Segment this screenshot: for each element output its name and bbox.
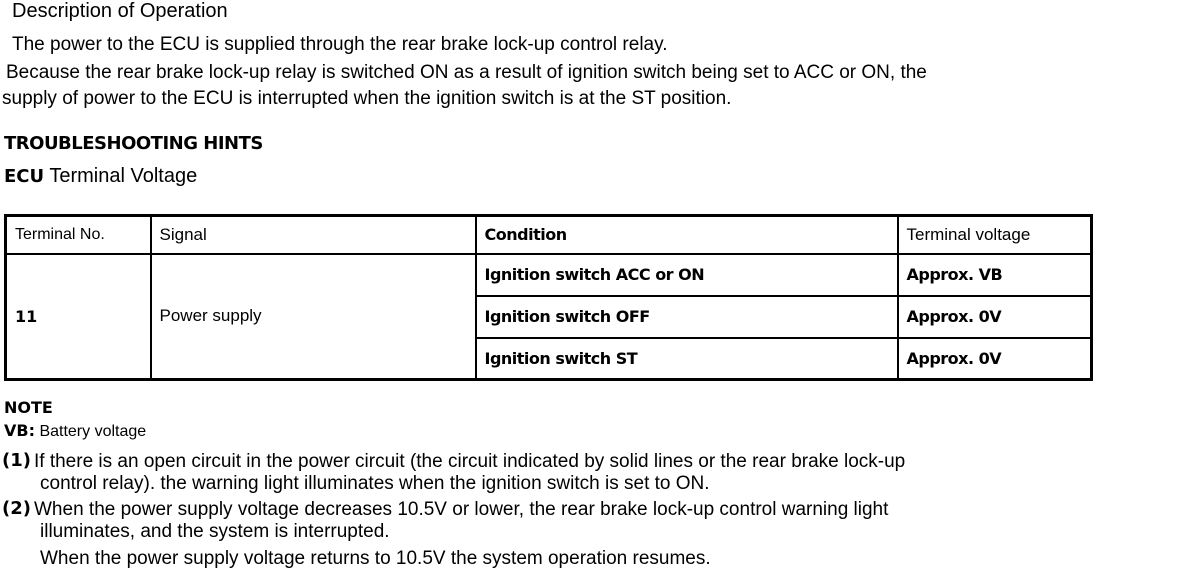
note-vb-text: Battery voltage	[39, 423, 147, 440]
note-vb-label: VB:	[4, 421, 35, 440]
table-row: 11 Power supply Ignition switch ACC or O…	[4, 252, 1093, 381]
description-line-2: Because the rear brake lock-up relay is …	[6, 62, 927, 83]
note-item-2-line-3: When the power supply voltage returns to…	[40, 548, 711, 569]
header-signal: Signal	[149, 214, 477, 255]
note-item-2-line-2: illuminates, and the system is interrupt…	[40, 521, 390, 542]
description-title: Description of Operation	[12, 0, 228, 22]
cell-condition: Ignition switch OFF	[474, 294, 899, 339]
cell-terminal-no: 11	[4, 252, 152, 381]
table-header-row: Terminal No. Signal Condition Terminal v…	[4, 214, 1093, 255]
troubleshooting-title: TROUBLESHOOTING HINTS	[4, 133, 263, 154]
terminal-voltage-table: Terminal No. Signal Condition Terminal v…	[4, 214, 1093, 381]
terminal-voltage-title-rest: Terminal Voltage	[49, 165, 198, 187]
terminal-voltage-title: ECU Terminal Voltage	[4, 165, 197, 188]
header-terminal-no: Terminal No.	[4, 214, 152, 255]
note-title: NOTE	[4, 398, 53, 417]
cell-condition: Ignition switch ACC or ON	[474, 252, 899, 297]
header-condition: Condition	[474, 214, 899, 255]
note-item-1-line-2: control relay). the warning light illumi…	[40, 473, 710, 494]
note-item-1-line-1: If there is an open circuit in the power…	[34, 451, 906, 472]
cell-signal: Power supply	[149, 252, 477, 381]
note-item-2-number: (2)	[2, 498, 31, 519]
cell-condition: Ignition switch ST	[474, 336, 899, 381]
cell-voltage: Approx. VB	[896, 252, 1093, 297]
header-terminal-voltage: Terminal voltage	[896, 214, 1093, 255]
note-item-2-line-1: When the power supply voltage decreases …	[34, 499, 889, 520]
description-line-3: supply of power to the ECU is interrupte…	[2, 88, 732, 109]
table-row: Ignition switch OFF Approx. 0V	[6, 294, 1093, 339]
note-item-1-number: (1)	[2, 450, 31, 471]
cell-voltage: Approx. 0V	[896, 336, 1093, 381]
table-row: Ignition switch ST Approx. 0V	[6, 336, 1093, 381]
terminal-voltage-title-bold: ECU	[4, 166, 45, 187]
note-vb: VB: Battery voltage	[4, 421, 146, 441]
cell-voltage: Approx. 0V	[896, 294, 1093, 339]
description-line-1: The power to the ECU is supplied through…	[12, 34, 668, 55]
